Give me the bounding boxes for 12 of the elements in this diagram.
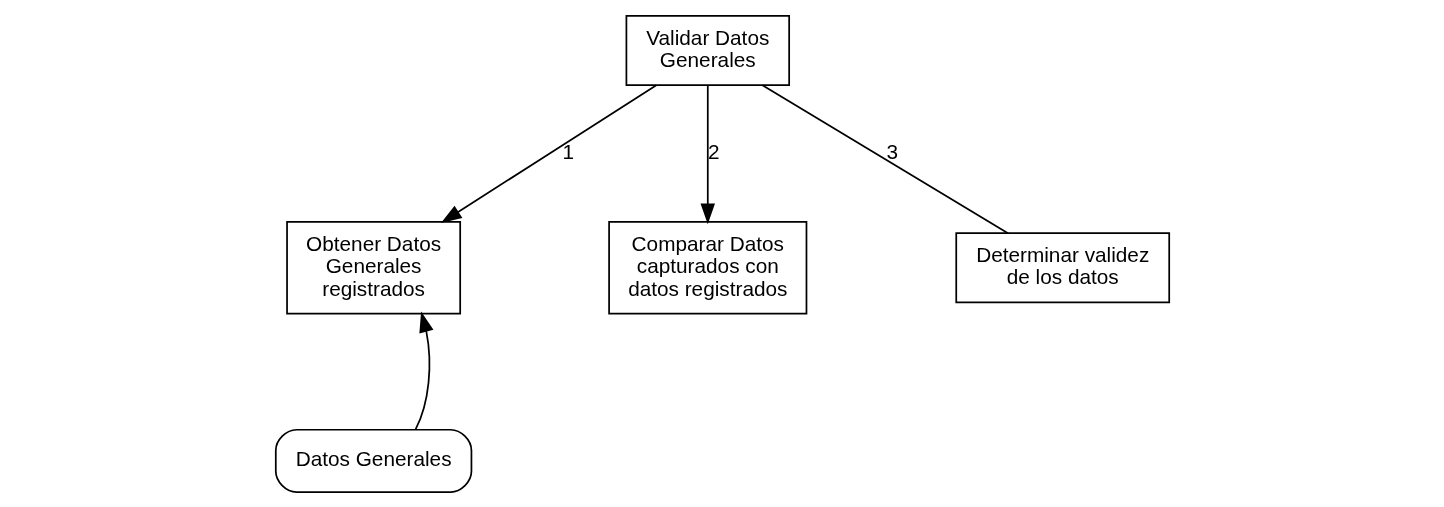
arrow: [440, 83, 657, 223]
node-box: Datos Generales: [274, 428, 472, 493]
edge-label: 2: [707, 139, 720, 163]
edge-label: 3: [885, 139, 898, 163]
node-box: Determinar validez de los datos: [954, 231, 1170, 303]
node-box: Comparar Datos capturados con datos registrados: [607, 220, 807, 315]
edge-label: 1: [562, 139, 574, 163]
arrow: [414, 311, 433, 430]
arrow: [700, 83, 715, 224]
node-box: Validar Datos Generales: [625, 14, 790, 86]
connector: [761, 83, 1009, 234]
node-box: Obtener Datos Generales registrados: [285, 220, 461, 315]
